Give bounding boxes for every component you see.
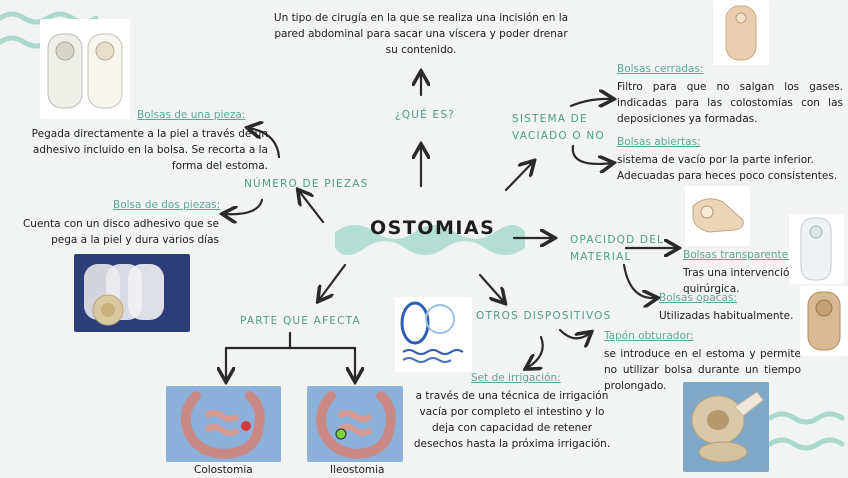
text-bolsas-abiertas: sistema de vacío por la parte inferior. … bbox=[617, 154, 838, 182]
text-bolsa-dos-piezas: Cuenta con un disco adhesivo que se pega… bbox=[22, 218, 219, 246]
text-tapon-obturador: se introduce en el estoma y permite no u… bbox=[604, 348, 801, 392]
image-opaque-bag bbox=[800, 286, 848, 356]
label-que-es: ¿QUÉ ES? bbox=[395, 109, 455, 121]
map-title: OSTOMIAS bbox=[370, 217, 496, 239]
wave-decoration-bottom-right bbox=[767, 411, 845, 451]
image-ileostomia-diagram bbox=[307, 386, 403, 462]
arrow-to-opacas bbox=[622, 263, 656, 298]
arrow-to-irrigacion bbox=[527, 335, 544, 368]
subtitle-bolsa-dos-piezas: Bolsa de dos piezas: bbox=[113, 199, 221, 211]
subtitle-bolsas-abiertas: Bolsas abiertas: bbox=[617, 136, 701, 148]
text-bolsas-opacas: Utilizadas habitualmente. bbox=[659, 310, 794, 322]
arrow-to-una-pieza bbox=[249, 128, 281, 159]
text-set-irrigacion: a través de una técnica de irrigación va… bbox=[413, 390, 611, 450]
arrow-to-parte-afecta bbox=[319, 263, 347, 300]
label-sistema-line2: VACIADO O NO bbox=[512, 130, 605, 142]
image-two-piece-bags bbox=[74, 254, 190, 332]
label-sistema-line1: SISTEMA DE bbox=[512, 113, 588, 125]
subtitle-bolsas-transparente: Bolsas transparente: bbox=[683, 249, 792, 261]
label-opacidad-line1: OPACIDQD DEL bbox=[570, 234, 665, 246]
arrow-to-dos-piezas bbox=[224, 198, 264, 214]
text-que-es-definition: Un tipo de cirugía en la que se realiza … bbox=[273, 12, 569, 56]
image-closed-bag bbox=[713, 0, 769, 65]
subtitle-bolsas-una-pieza: Bolsas de una pieza: bbox=[137, 109, 246, 121]
subtitle-tapon-obturador: Tapón obturador: bbox=[604, 330, 694, 342]
caption-ileostomia: Ileostomia bbox=[330, 464, 385, 476]
arrow-to-abiertas bbox=[571, 144, 612, 164]
arrow-to-otros bbox=[478, 273, 504, 302]
text-bolsas-transparente: Tras una intervención quirúrgica. bbox=[683, 267, 797, 295]
label-parte-afecta: PARTE QUE AFECTA bbox=[240, 315, 361, 327]
caption-colostomia: Colostomia bbox=[194, 464, 253, 476]
arrow-to-numero-piezas bbox=[299, 191, 325, 224]
arrow-to-cerradas bbox=[569, 99, 612, 106]
arrow-to-tapon bbox=[558, 328, 590, 338]
image-irrigation-set bbox=[395, 297, 472, 372]
subtitle-bolsas-cerradas: Bolsas cerradas: bbox=[617, 63, 704, 75]
subtitle-bolsas-opacas: Bolsas opacas: bbox=[659, 292, 737, 304]
text-bolsas-una-pieza: Pegada directamente a la piel a través d… bbox=[31, 128, 268, 172]
image-colostomia-diagram bbox=[166, 386, 281, 462]
image-open-bag bbox=[685, 186, 750, 246]
title-wave-banner bbox=[335, 225, 525, 255]
image-one-piece-bags bbox=[40, 19, 130, 119]
arrow-to-sistema bbox=[504, 162, 533, 192]
subtitle-set-irrigacion: Set de irrigación: bbox=[471, 372, 561, 384]
label-numero-piezas: NÚMERO DE PIEZAS bbox=[244, 178, 369, 190]
label-opacidad-line2: MATERIAL bbox=[570, 251, 632, 263]
text-bolsas-cerradas: Filtro para que no salgan los gases. ind… bbox=[617, 81, 843, 125]
image-transparent-bag bbox=[789, 214, 844, 284]
image-tapon-obturador bbox=[683, 382, 769, 472]
label-otros-dispositivos: OTROS DISPOSITIVOS bbox=[476, 310, 612, 322]
